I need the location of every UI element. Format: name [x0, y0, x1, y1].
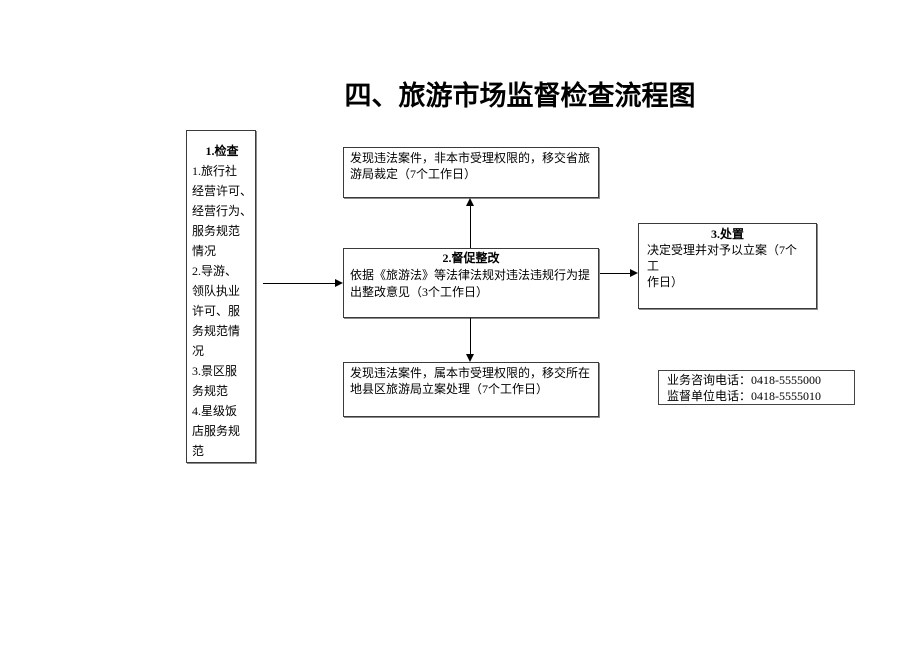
dispose-body: 决定受理并对予以立案（7个工 作日）: [647, 243, 798, 289]
arrow-rectify-to-county-head: [466, 354, 474, 362]
arrow-rectify-to-county-line: [470, 318, 471, 354]
rectify-body: 依据《旅游法》等法律法规对违法违规行为提 出整改意见（3个工作日）: [350, 268, 591, 299]
contact-consult-line: 业务咨询电话：0418-5555000: [667, 373, 821, 387]
arrow-inspect-to-rectify-head: [335, 279, 343, 287]
inspect-heading: 1.检查: [205, 144, 239, 158]
inspect-body: 1.旅行社 经营许可、 经营行为、 服务规范 情况 2.导游、 领队执业 许可、…: [192, 164, 253, 458]
arrow-rectify-to-province-head: [466, 198, 474, 206]
arrow-rectify-to-dispose-line: [600, 273, 630, 274]
flow-box-transfer-county: 发现违法案件，属本市受理权限的，移交所在 地县区旅游局立案处理（7个工作日）: [343, 362, 599, 417]
transfer-province-text: 发现违法案件，非本市受理权限的，移交省旅 游局裁定（7个工作日）: [350, 151, 591, 181]
contact-supervise-line: 监督单位电话：0418-5555010: [667, 389, 821, 403]
arrow-rectify-to-dispose-head: [630, 269, 638, 277]
page-title: 四、旅游市场监督检查流程图: [344, 81, 696, 111]
dispose-heading: 3.处置: [710, 227, 744, 241]
transfer-county-text: 发现违法案件，属本市受理权限的，移交所在 地县区旅游局立案处理（7个工作日）: [350, 366, 591, 396]
flow-box-dispose: 3.处置 决定受理并对予以立案（7个工 作日）: [638, 223, 817, 309]
flow-box-transfer-province: 发现违法案件，非本市受理权限的，移交省旅 游局裁定（7个工作日）: [343, 147, 599, 198]
rectify-heading: 2.督促整改: [442, 251, 500, 265]
flow-box-inspect: 1.检查 1.旅行社 经营许可、 经营行为、 服务规范 情况 2.导游、 领队执…: [186, 130, 256, 463]
contact-info-box: 业务咨询电话：0418-5555000 监督单位电话：0418-5555010: [658, 370, 855, 405]
flow-box-rectify: 2.督促整改 依据《旅游法》等法律法规对违法违规行为提 出整改意见（3个工作日）: [343, 248, 599, 318]
arrow-rectify-to-province-line: [470, 206, 471, 248]
arrow-inspect-to-rectify-line: [263, 283, 335, 284]
